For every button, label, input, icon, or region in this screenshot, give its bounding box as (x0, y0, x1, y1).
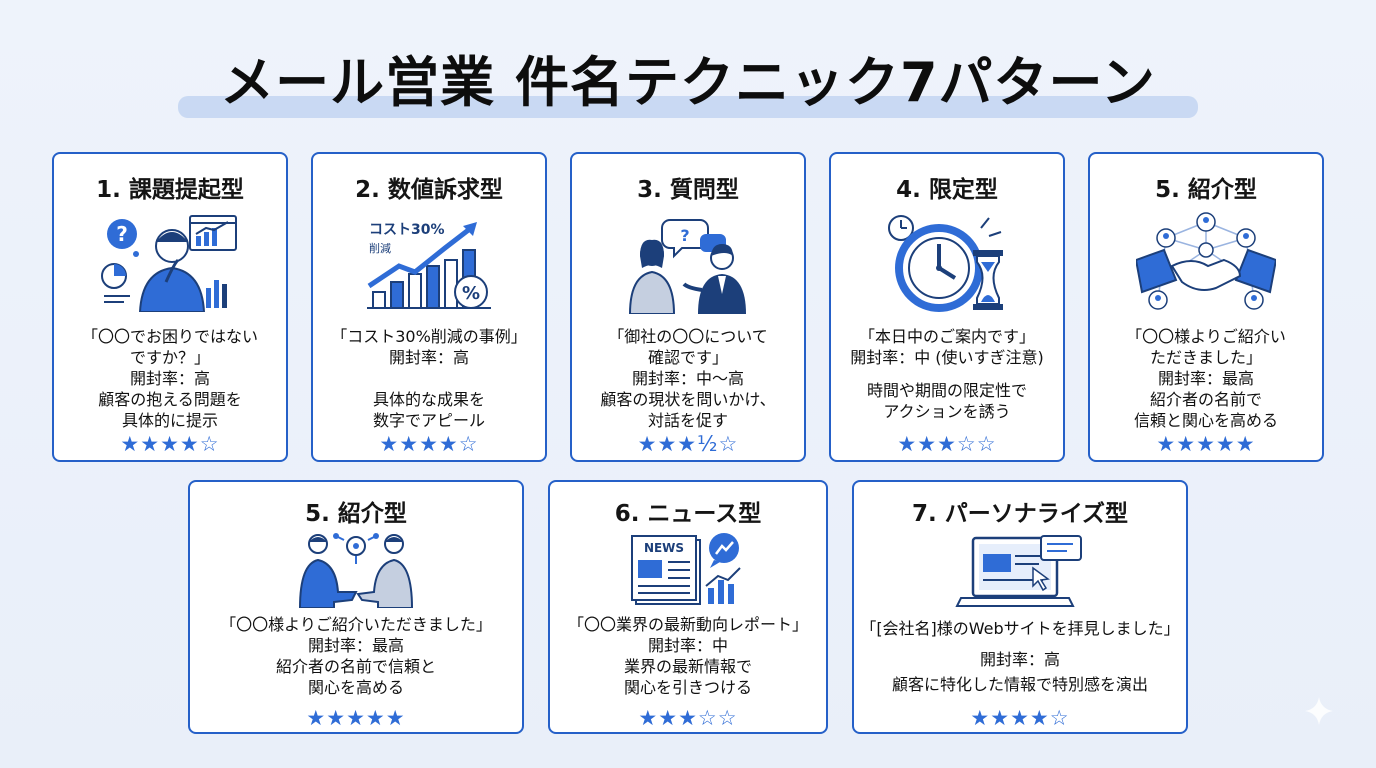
open-rate: 開封率：高 (129, 369, 210, 388)
title-highlight (178, 96, 1198, 118)
subject-line-cont: ですか？」 (129, 348, 210, 367)
sparkle-icon (1305, 697, 1333, 725)
description-line: 紹介者の名前で信頼と (275, 657, 436, 676)
open-rate: 開封率：中〜高 (631, 369, 744, 388)
card-heading: 6. ニュース型 (614, 501, 762, 527)
laptop-personalized-icon (955, 535, 1082, 607)
card-text: 「[会社名]様のWebサイトを拝見しました」 開封率：高 顧客に特化した情報で特… (860, 618, 1180, 695)
subject-line: 「〇〇でお困りではない (81, 327, 258, 346)
subject-line: 「〇〇業界の最新動向レポート」 (567, 615, 808, 634)
star-rating: ★★★★★ (1156, 432, 1256, 456)
subject-line-cont: ただきました」 (1149, 348, 1262, 367)
open-rate: 開封率：高 (388, 348, 469, 367)
open-rate: 開封率：最高 (1157, 369, 1254, 388)
subject-line: 「〇〇様よりご紹介い (1126, 327, 1286, 346)
business-handshake-icon (298, 533, 414, 608)
subject-line: 「〇〇様よりご紹介いただきました」 (220, 615, 492, 634)
description-line: 数字でアピール (372, 411, 485, 430)
subject-line: 「御社の〇〇について (608, 327, 768, 346)
card-text: 「〇〇でお困りではない ですか？」 開封率：高 顧客の抱える問題を 具体的に提示 (60, 326, 280, 431)
description-line: 業界の最新情報で (623, 657, 752, 676)
card-number-type: 2. 数値訴求型 コスト30% 削減 % 「コスト30%削減の事例」 開封率：高… (311, 152, 547, 462)
card-heading: 4. 限定型 (896, 177, 998, 203)
description-line: 関心を引きつける (623, 678, 752, 697)
conversation-icon: ? (628, 219, 746, 314)
svg-text:?: ? (116, 222, 128, 246)
description-line: 具体的な成果を (372, 390, 485, 409)
subject-line: 「本日中のご案内です」 (858, 327, 1035, 346)
card-heading: 3. 質問型 (637, 177, 739, 203)
open-rate: 開封率：最高 (307, 636, 404, 655)
description-line: 顧客に特化した情報で特別感を演出 (891, 675, 1148, 694)
handshake-network-icon (1136, 212, 1276, 310)
card-personalize-type: 7. パーソナライズ型 「[会社名]様のWebサイトを拝見しました」 開封率：高… (852, 480, 1188, 734)
subject-line-cont: 確認です」 (647, 348, 728, 367)
description-line: 関心を高める (307, 678, 404, 697)
star-rating: ★★★★☆ (379, 432, 479, 456)
card-text: 「〇〇業界の最新動向レポート」 開封率：中 業界の最新情報で 関心を引きつける (556, 614, 820, 698)
description-line: 具体的に提示 (121, 411, 218, 430)
star-rating: ★★★★★ (306, 706, 406, 730)
card-text: 「〇〇様よりご紹介い ただきました」 開封率：最高 紹介者の名前で 信頼と関心を… (1096, 326, 1316, 431)
subject-line: 「コスト30%削減の事例」 (331, 327, 527, 346)
card-text: 「コスト30%削減の事例」 開封率：高 具体的な成果を 数字でアピール (319, 326, 539, 431)
star-rating: ★★★☆☆ (638, 706, 738, 730)
title-container: メール営業 件名テクニック7パターン (0, 48, 1376, 118)
open-rate: 開封率：中 (647, 636, 728, 655)
open-rate: 開封率：中 (使いすぎ注意) (850, 348, 1044, 367)
card-problem-type: 1. 課題提起型 ? 「〇〇でお困りではない ですか？」 開封率：高 顧客の抱え… (52, 152, 288, 462)
open-rate: 開封率：高 (979, 650, 1060, 669)
spacer-line (860, 639, 1180, 649)
page-title: メール営業 件名テクニック7パターン (220, 51, 1156, 114)
chart-label-cost: コスト30% (369, 222, 445, 238)
card-heading: 1. 課題提起型 (96, 177, 244, 203)
star-rating: ★★★★☆ (970, 706, 1070, 730)
chart-label-reduction: 削減 (369, 241, 391, 255)
description-line: 顧客の現状を問いかけ、 (600, 390, 776, 409)
card-text: 「御社の〇〇について 確認です」 開封率：中〜高 顧客の現状を問いかけ、 対話を… (578, 326, 798, 431)
card-limited-type: 4. 限定型 「本日中のご案内です」 開封率：中 (使いすぎ注意) 時間や期間の… (829, 152, 1065, 462)
description-line: アクションを誘う (883, 402, 1011, 421)
card-referral-type: 5. 紹介型 「〇〇様よりご紹介い ただきました」 開封率：最高 紹介者の名前で… (1088, 152, 1324, 462)
svg-text:%: % (462, 283, 480, 304)
newspaper-icon: NEWS (631, 533, 741, 605)
card-text: 「〇〇様よりご紹介いただきました」 開封率：最高 紹介者の名前で信頼と 関心を高… (196, 614, 516, 698)
subject-line: 「[会社名]様のWebサイトを拝見しました」 (860, 619, 1180, 638)
card-news-type: 6. ニュース型 NEWS 「〇〇業界の最新動向レポート」 開封率：中 業界の最… (548, 480, 828, 734)
description-line: 対話を促す (647, 411, 728, 430)
card-heading: 5. 紹介型 (305, 501, 407, 527)
card-heading: 2. 数値訴求型 (355, 177, 503, 203)
description-line: 信頼と関心を高める (1133, 411, 1278, 430)
card-text: 「本日中のご案内です」 開封率：中 (使いすぎ注意) 時間や期間の限定性で アク… (837, 326, 1057, 422)
spacer-line (837, 368, 1057, 380)
description-line: 時間や期間の限定性で (866, 381, 1027, 400)
card-heading: 5. 紹介型 (1155, 177, 1257, 203)
star-rating: ★★★☆☆ (897, 432, 997, 456)
thinking-person-icon: ? (101, 215, 237, 312)
news-label: NEWS (644, 541, 684, 555)
card-heading: 7. パーソナライズ型 (911, 501, 1129, 527)
clock-hourglass-icon (888, 215, 1003, 312)
growth-chart-icon: コスト30% 削減 % (367, 222, 491, 309)
description-line: 顧客の抱える問題を (98, 390, 242, 409)
star-rating: ★★★½☆ (637, 432, 739, 456)
spacer-line (319, 368, 539, 389)
description-line: 紹介者の名前で (1149, 390, 1262, 409)
star-rating: ★★★★☆ (120, 432, 220, 456)
card-question-type: 3. 質問型 ? 「御社の〇〇について 確認です」 開封率：中〜高 顧客の現状を… (570, 152, 806, 462)
card-referral-type-2: 5. 紹介型 「〇〇様よりご紹介いただきました」 開封率：最高 紹介者の名前で信… (188, 480, 524, 734)
svg-text:?: ? (680, 226, 689, 245)
